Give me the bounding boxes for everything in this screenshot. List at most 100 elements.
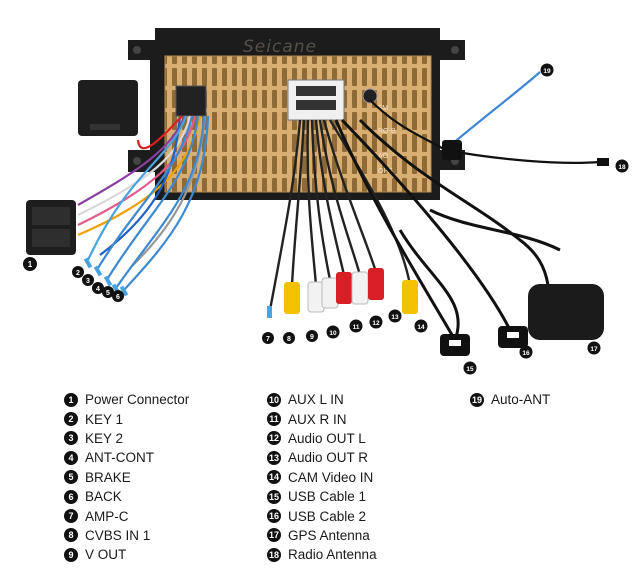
- amp-c-terminal: [267, 306, 272, 318]
- legend-item: 1 Power Connector: [64, 390, 189, 409]
- callout-5: 5: [102, 286, 114, 298]
- callout-2: 2: [72, 266, 84, 278]
- svg-text:18: 18: [618, 164, 626, 171]
- legend-number: 17: [267, 528, 281, 543]
- legend-number: 13: [267, 450, 281, 465]
- callout-18: 18: [615, 159, 629, 173]
- legend-label: GPS Antenna: [288, 527, 370, 543]
- legend-item: 8 CVBS IN 1: [64, 526, 189, 545]
- callout-1: 1: [23, 257, 37, 271]
- port-label-ao: AO: [378, 153, 389, 160]
- callout-6: 6: [112, 290, 124, 302]
- brand-logo: Seicane: [243, 37, 317, 57]
- power-socket: [175, 85, 207, 117]
- legend-item: 17 GPS Antenna: [267, 526, 377, 545]
- legend-number: 12: [267, 431, 281, 446]
- legend-label: KEY 2: [85, 430, 124, 446]
- power-connector: [26, 80, 138, 255]
- legend-item: 13 Audio OUT R: [267, 448, 377, 467]
- legend-number: 8: [64, 528, 78, 543]
- legend-label: Audio OUT R: [288, 450, 369, 466]
- svg-text:5: 5: [106, 290, 110, 297]
- legend-number: 11: [267, 412, 281, 427]
- callout-17: 17: [587, 341, 601, 355]
- legend-item: 7 AMP-C: [64, 506, 189, 525]
- svg-text:1: 1: [28, 260, 33, 269]
- legend-label: V OUT: [85, 547, 127, 563]
- legend-number: 10: [267, 392, 281, 407]
- antenna-socket-icon: [362, 88, 378, 104]
- legend-label: USB Cable 2: [288, 508, 367, 524]
- legend-item: 5 BRAKE: [64, 468, 189, 487]
- legend-number: 15: [267, 489, 281, 504]
- legend-number: 18: [267, 547, 281, 562]
- port-label-rob: RO-B: [378, 128, 396, 135]
- port-label-fm: FM: [378, 105, 388, 112]
- legend-label: AUX R IN: [288, 411, 347, 427]
- antenna-leads: [369, 71, 609, 166]
- callout-8: 8: [283, 332, 295, 344]
- legend-column-3: 19 Auto-ANT: [470, 390, 550, 409]
- harness-wires: [77, 115, 210, 291]
- gps-antenna: [358, 118, 604, 340]
- legend-item: 15 USB Cable 1: [267, 487, 377, 506]
- legend-number: 7: [64, 509, 78, 524]
- legend-number: 5: [64, 470, 78, 485]
- legend-label: Power Connector: [85, 392, 190, 408]
- svg-text:7: 7: [266, 336, 270, 343]
- legend-label: AMP-C: [85, 508, 129, 524]
- legend-item: 3 KEY 2: [64, 429, 189, 448]
- svg-text:15: 15: [466, 366, 474, 373]
- svg-text:8: 8: [287, 336, 291, 343]
- legend-label: CAM Video IN: [288, 469, 374, 485]
- legend-number: 19: [470, 392, 484, 407]
- legend-item: 18 Radio Antenna: [267, 545, 377, 564]
- svg-text:10: 10: [329, 330, 337, 337]
- callout-13: 13: [388, 309, 402, 323]
- legend-label: CVBS IN 1: [85, 527, 151, 543]
- svg-text:13: 13: [391, 314, 399, 321]
- legend-label: ANT-CONT: [85, 450, 154, 466]
- svg-text:14: 14: [417, 324, 425, 331]
- svg-text:6: 6: [116, 294, 120, 301]
- mount-hole-icon: [133, 46, 141, 54]
- legend-number: 3: [64, 431, 78, 446]
- legend-item: 11 AUX R IN: [267, 409, 377, 428]
- legend-label: Auto-ANT: [491, 392, 551, 408]
- legend-label: Radio Antenna: [288, 547, 377, 563]
- legend-label: AUX L IN: [288, 392, 344, 408]
- legend-number: 6: [64, 489, 78, 504]
- legend-item: 16 USB Cable 2: [267, 506, 377, 525]
- legend-number: 9: [64, 547, 78, 562]
- svg-text:11: 11: [353, 324, 360, 331]
- callout-12: 12: [369, 315, 383, 329]
- callout-19: 19: [540, 63, 554, 77]
- legend-number: 4: [64, 450, 78, 465]
- svg-text:9: 9: [310, 334, 314, 341]
- legend-label: USB Cable 1: [288, 489, 367, 505]
- legend-number: 2: [64, 412, 78, 427]
- legend-item: 4 ANT-CONT: [64, 448, 189, 467]
- callout-3: 3: [82, 274, 94, 286]
- rca-plugs: [267, 268, 418, 318]
- legend-label: BACK: [85, 489, 122, 505]
- port-label-ops: OPS: [378, 168, 393, 175]
- legend-label: BRAKE: [85, 469, 131, 485]
- wiring-diagram: Seicane FM RO-B AO OPS: [23, 28, 629, 375]
- legend-number: 1: [64, 392, 78, 407]
- callout-14: 14: [414, 319, 428, 333]
- svg-text:16: 16: [522, 350, 530, 357]
- svg-text:3: 3: [86, 278, 90, 285]
- usb-plugs: [440, 326, 528, 356]
- mount-hole-icon: [451, 46, 459, 54]
- legend-item: 9 V OUT: [64, 545, 189, 564]
- svg-text:17: 17: [590, 346, 598, 353]
- legend-number: 16: [267, 509, 281, 524]
- svg-text:4: 4: [96, 286, 100, 293]
- callout-7: 7: [262, 332, 274, 344]
- callout-4: 4: [92, 282, 104, 294]
- legend-item: 19 Auto-ANT: [470, 390, 550, 409]
